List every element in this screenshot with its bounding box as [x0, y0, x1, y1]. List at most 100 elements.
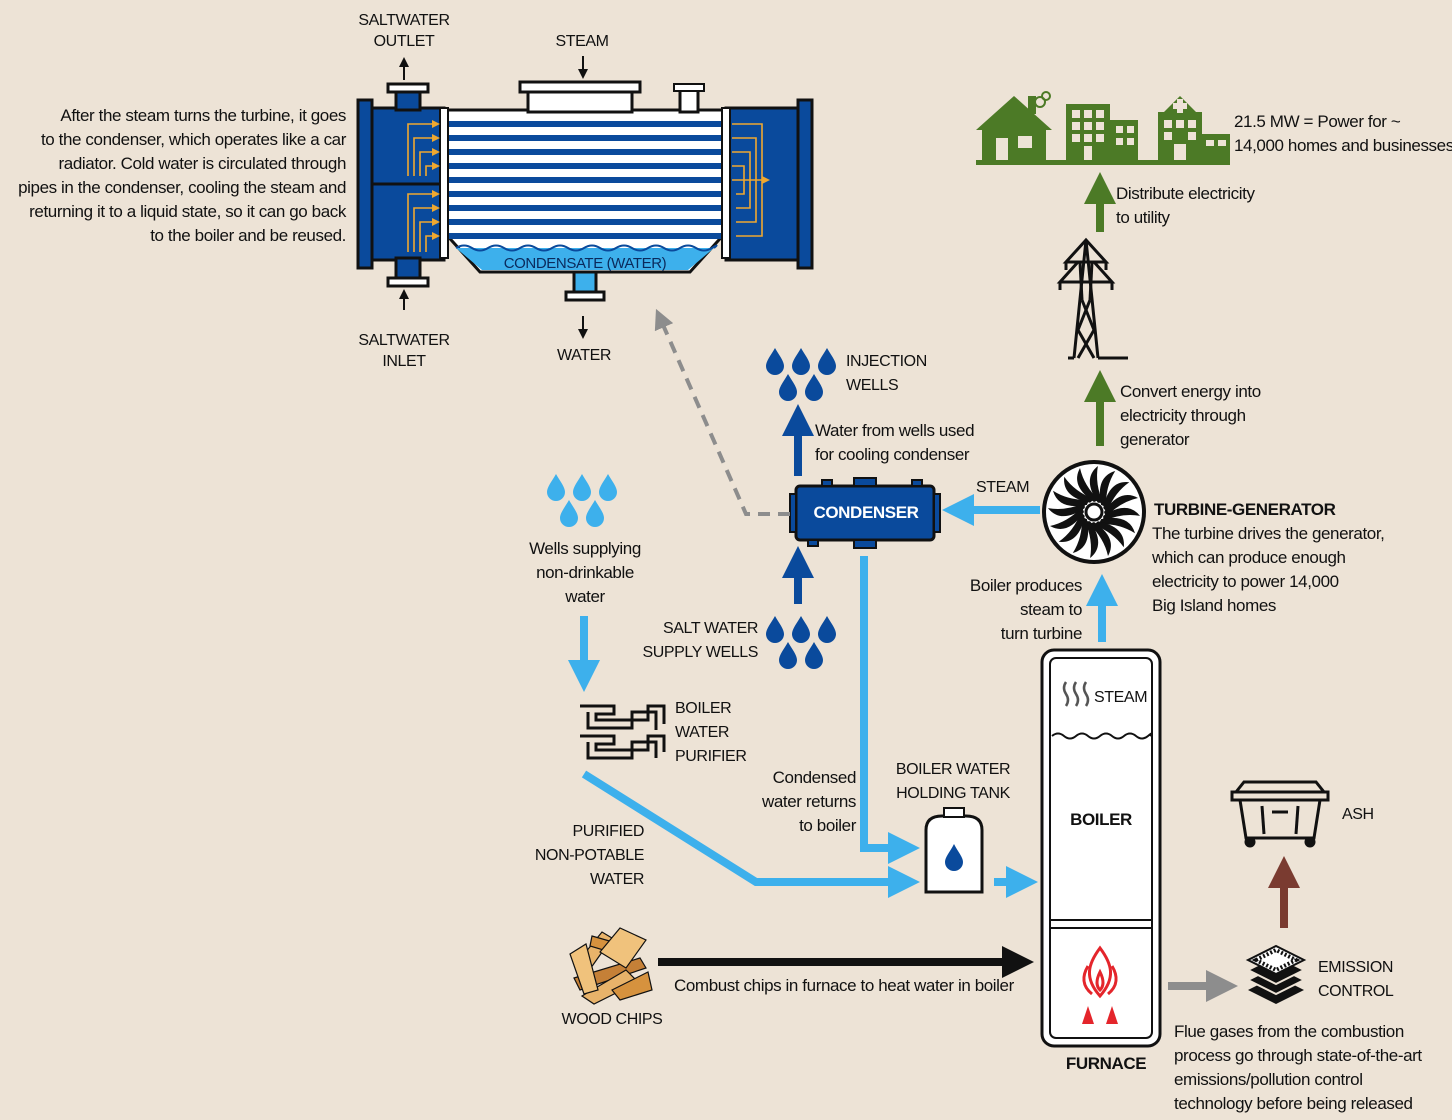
- label-line: INJECTION: [846, 353, 927, 370]
- label-line: SALT WATER: [663, 620, 758, 637]
- fire-icon: [1082, 945, 1118, 1024]
- condenser-label: CONDENSER: [813, 503, 919, 522]
- label-line: Water from wells used: [815, 421, 975, 440]
- flue-gases-label: Flue gases from the combustion process g…: [1174, 1020, 1422, 1116]
- boiler-water-purifier-icon: [580, 704, 666, 760]
- ash-dumpster-icon: [1230, 780, 1330, 848]
- label-line: OUTLET: [373, 33, 435, 50]
- description-line: Big Island homes: [1152, 596, 1277, 615]
- holding-tank-icon: [924, 807, 984, 894]
- ash-label: ASH: [1342, 806, 1374, 823]
- steam-in-label: STEAM: [555, 33, 609, 50]
- label-line: emissions/pollution control: [1174, 1070, 1363, 1089]
- condensed-return-arrow: [860, 556, 920, 864]
- emission-control-icon: [1245, 944, 1307, 1004]
- label-line: Wells supplying: [529, 539, 641, 558]
- turbine-blade: [1050, 507, 1084, 529]
- turbine-blade: [1104, 495, 1138, 517]
- homes-icon: [976, 91, 1230, 165]
- saltwater-outlet-label: SALTWATER OUTLET: [352, 10, 456, 52]
- condenser-unit: [789, 477, 941, 549]
- label-line: Convert energy into: [1120, 382, 1261, 401]
- boiler-furnace-unit: [1040, 648, 1162, 1048]
- flow-arrows: [568, 172, 1300, 1002]
- label-line: Flue gases from the combustion: [1174, 1022, 1404, 1041]
- label-line: generator: [1120, 430, 1190, 449]
- condenser-cutaway: [356, 56, 814, 339]
- right-end-flange: [796, 98, 814, 270]
- purified-water-label: PURIFIED NON-POTABLE WATER: [520, 820, 645, 892]
- label-line: water returns: [761, 792, 856, 811]
- boiler-steam-label: STEAM: [1094, 689, 1148, 706]
- distribute-label: Distribute electricity to utility: [1116, 182, 1255, 230]
- description-line: The turbine drives the generator,: [1152, 524, 1385, 543]
- description-line: After the steam turns the turbine, it go…: [60, 106, 346, 125]
- label-line: to utility: [1116, 208, 1170, 227]
- label-line: water: [565, 587, 605, 606]
- label-line: for cooling condenser: [815, 445, 970, 464]
- turbine-blade: [1099, 470, 1116, 508]
- label-line: INLET: [382, 353, 426, 370]
- description-line: electricity to power 14,000: [1152, 572, 1339, 591]
- saltwater-inlet-label: SALTWATER INLET: [352, 330, 456, 372]
- caption-line: 14,000 homes and businesses: [1234, 136, 1452, 155]
- holding-tank-label: BOILER WATER HOLDING TANK: [886, 758, 1020, 806]
- power-caption: 21.5 MW = Power for ~ 14,000 homes and b…: [1234, 110, 1452, 158]
- turbine-blade: [1089, 465, 1104, 503]
- turbine-blade: [1084, 521, 1099, 559]
- turbine-blade: [1047, 502, 1085, 517]
- turbine-blade: [1103, 482, 1130, 513]
- turbine-blade: [1103, 507, 1141, 522]
- wood-chips-label: WOOD CHIPS: [561, 1011, 663, 1028]
- description-line: to the condenser, which operates like a …: [40, 130, 346, 149]
- label-line: Distribute electricity: [1116, 184, 1255, 203]
- description-line: to the boiler and be reused.: [150, 226, 346, 245]
- turbine-description: The turbine drives the generator, which …: [1152, 522, 1385, 618]
- steam-wave-icon: [1062, 681, 1090, 707]
- label-line: Boiler produces: [969, 576, 1083, 595]
- purified-water-arrow: [581, 770, 920, 898]
- description-line: returning it to a liquid state, so it ca…: [29, 202, 346, 221]
- wells-supplying-icon: [547, 474, 617, 527]
- turbine-blade: [1098, 517, 1136, 534]
- convert-label: Convert energy into electricity through …: [1120, 380, 1261, 452]
- condensate-pool: [456, 248, 714, 270]
- label-line: WELLS: [846, 377, 899, 394]
- dashed-return-arrow: [654, 308, 790, 516]
- label-line: WATER: [590, 871, 644, 888]
- label-line: technology before being released: [1174, 1094, 1413, 1113]
- boiler-water-purifier-label: BOILER WATER PURIFIER: [675, 697, 747, 769]
- turbine-icon: [1042, 460, 1146, 564]
- label-line: BOILER: [675, 700, 732, 717]
- water-flow-lines: [407, 120, 770, 252]
- condenser-tubes: [444, 121, 726, 239]
- steam-arrow-label: STEAM: [976, 479, 1030, 496]
- label-line: SALTWATER: [358, 12, 450, 29]
- label-line: Condensed: [772, 768, 857, 787]
- turbine-title: TURBINE-GENERATOR: [1154, 500, 1336, 519]
- label-line: HOLDING TANK: [896, 785, 1010, 802]
- turbine-blade: [1052, 490, 1090, 507]
- turbine-blade: [1072, 516, 1089, 554]
- furnace-label: FURNACE: [1065, 1054, 1147, 1073]
- label-line: PURIFIER: [675, 748, 747, 765]
- label-line: steam to: [1020, 600, 1082, 619]
- label-line: turn turbine: [1000, 624, 1083, 643]
- description-line: which can produce enough: [1152, 548, 1346, 567]
- water-out-label: WATER: [557, 347, 611, 364]
- label-line: SALTWATER: [358, 332, 450, 349]
- label-line: process go through state-of-the-art: [1174, 1046, 1422, 1065]
- transmission-tower-icon: [1056, 237, 1128, 360]
- label-line: SUPPLY WELLS: [642, 644, 758, 661]
- wood-chips-icon: [569, 927, 653, 1005]
- boiler-label: BOILER: [1070, 810, 1132, 829]
- label-line: EMISSION: [1318, 959, 1394, 976]
- injection-wells-icon: [766, 348, 836, 401]
- label-line: PURIFIED: [572, 823, 645, 840]
- label-line: BOILER WATER: [895, 761, 1011, 778]
- boiler-produces-label: Boiler produces steam to turn turbine: [940, 574, 1083, 646]
- description-line: pipes in the condenser, cooling the stea…: [18, 178, 346, 197]
- label-line: NON-POTABLE: [534, 847, 645, 864]
